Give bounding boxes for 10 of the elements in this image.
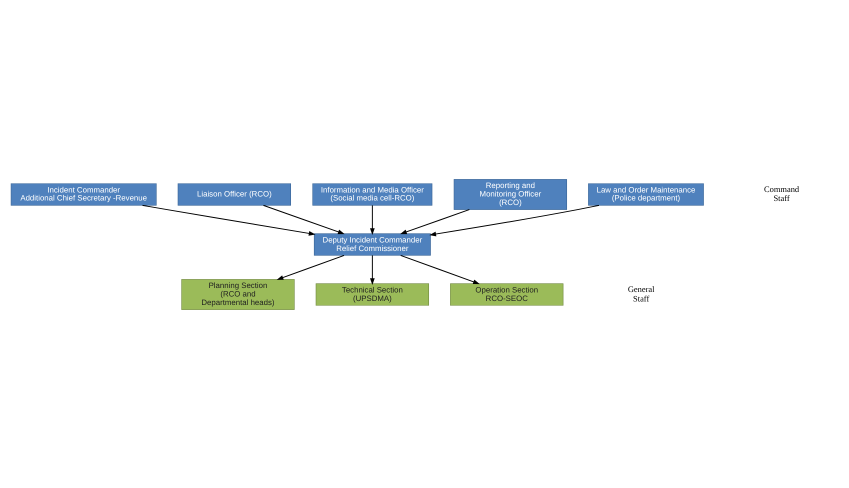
arrow (262, 204, 345, 234)
arrow (276, 254, 345, 280)
arrow (400, 254, 480, 284)
arrow (400, 208, 470, 234)
arrow (370, 254, 375, 285)
arrow (142, 204, 316, 236)
arrow (429, 204, 600, 236)
label: Command Staff (764, 184, 800, 203)
arrow (370, 204, 375, 235)
label: General Staff (628, 284, 654, 303)
